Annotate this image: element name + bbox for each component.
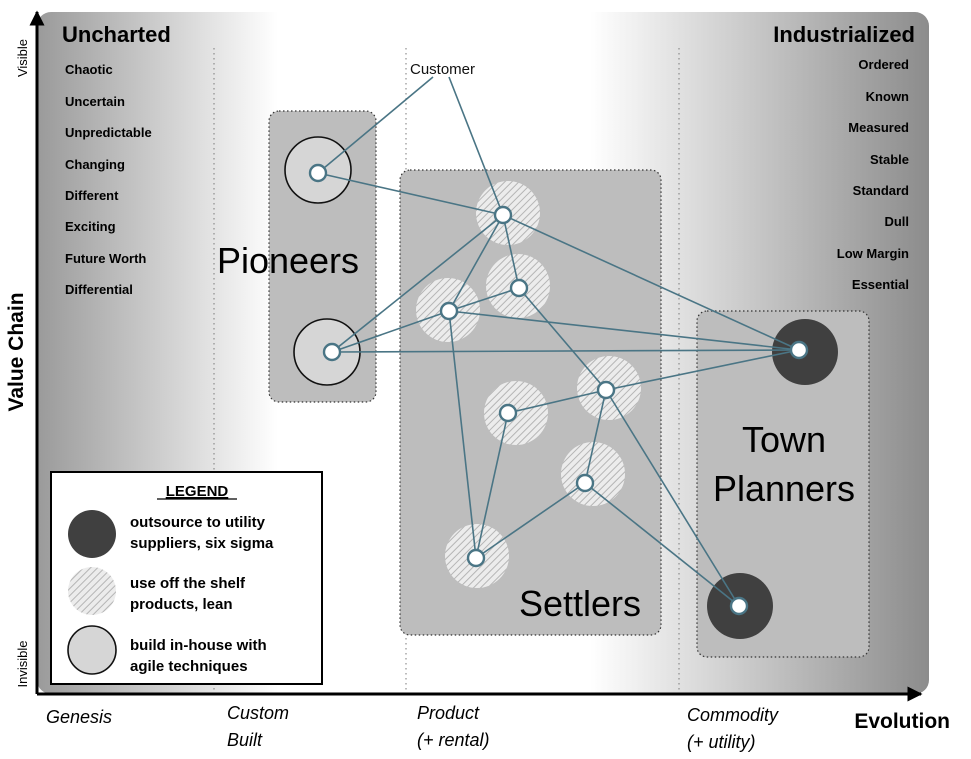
link <box>475 412 509 559</box>
trait-right: Ordered <box>858 57 909 72</box>
trait-left: Exciting <box>65 219 116 234</box>
stage-genesis: Genesis <box>46 707 112 727</box>
halo-settler-6 <box>561 442 625 506</box>
legend-outsource-swatch <box>68 510 116 558</box>
link <box>507 389 607 414</box>
node-settler-1 <box>493 205 513 225</box>
trait-right: Measured <box>848 120 909 135</box>
stage-product-line2: (+ rental) <box>417 730 490 750</box>
legend-inhouse-line2: agile techniques <box>130 658 248 675</box>
trait-right: Essential <box>852 277 909 292</box>
trait-right: Stable <box>870 152 909 167</box>
stage-product-line1: Product <box>417 703 480 723</box>
node-planner-1 <box>789 340 809 360</box>
link <box>317 76 434 174</box>
customer-label: Customer <box>410 61 475 78</box>
x-axis-stages: Genesis Custom Built Product (+ rental) … <box>46 703 779 752</box>
component-nodes <box>308 163 809 616</box>
link <box>584 482 740 607</box>
right-traits: Ordered Known Measured Stable Standard D… <box>837 57 909 292</box>
link <box>331 349 800 353</box>
y-axis-visible: Visible <box>15 39 30 77</box>
trait-right: Dull <box>884 214 909 229</box>
left-traits: Chaotic Uncertain Unpredictable Changing… <box>65 62 152 297</box>
stage-custom-line2: Built <box>227 730 263 750</box>
legend-shelf-line2: products, lean <box>130 596 233 613</box>
link <box>331 214 504 353</box>
trait-left: Uncertain <box>65 94 125 109</box>
link <box>448 214 504 312</box>
uncharted-heading: Uncharted <box>62 22 171 47</box>
legend: LEGEND outsource to utility suppliers, s… <box>50 471 323 685</box>
link <box>475 482 586 559</box>
link <box>448 287 520 312</box>
node-settler-6 <box>575 473 595 493</box>
legend-shelf-line1: use off the shelf <box>130 575 246 592</box>
pioneers-label: Pioneers <box>217 240 359 281</box>
stage-commodity-line1: Commodity <box>687 705 779 725</box>
legend-title: LEGEND <box>166 483 229 500</box>
legend-outsource-line2: suppliers, six sigma <box>130 535 274 552</box>
link <box>502 214 800 351</box>
node-settler-7 <box>466 548 486 568</box>
link <box>317 172 504 216</box>
settlers-label: Settlers <box>519 583 641 624</box>
industrialized-heading: Industrialized <box>773 22 915 47</box>
trait-left: Changing <box>65 157 125 172</box>
link <box>584 389 607 484</box>
trait-left: Unpredictable <box>65 125 152 140</box>
trait-right: Low Margin <box>837 246 909 261</box>
value-chain-links <box>317 76 800 607</box>
link <box>518 287 607 391</box>
node-pioneer-a <box>308 163 328 183</box>
trait-left: Future Worth <box>65 251 146 266</box>
link <box>448 76 504 216</box>
node-settler-5 <box>498 403 518 423</box>
node-settler-2 <box>509 278 529 298</box>
y-axis-invisible: Invisible <box>15 641 30 688</box>
trait-right: Standard <box>853 183 909 198</box>
link <box>502 214 520 289</box>
node-settler-3 <box>439 301 459 321</box>
legend-outsource-line1: outsource to utility <box>130 514 266 531</box>
node-planner-2 <box>729 596 749 616</box>
trait-left: Differential <box>65 282 133 297</box>
legend-shelf-swatch <box>68 567 116 615</box>
y-axis-label: Value Chain <box>5 292 28 411</box>
link <box>448 310 800 351</box>
trait-right: Known <box>866 89 909 104</box>
x-axis-label: Evolution <box>854 710 950 733</box>
legend-inhouse-line1: build in-house with <box>130 637 267 654</box>
node-settler-4 <box>596 380 616 400</box>
town-planners-box <box>696 310 870 658</box>
stage-custom-line1: Custom <box>227 703 289 723</box>
trait-left: Chaotic <box>65 62 113 77</box>
trait-left: Different <box>65 188 119 203</box>
link <box>605 389 740 607</box>
link <box>331 310 450 353</box>
town-planners-label-1: Town <box>742 419 826 460</box>
town-planners-label-2: Planners <box>713 468 855 509</box>
node-pioneer-b <box>322 342 342 362</box>
stage-commodity-line2: (+ utility) <box>687 732 756 752</box>
legend-inhouse-swatch <box>67 625 117 675</box>
link <box>605 349 800 391</box>
